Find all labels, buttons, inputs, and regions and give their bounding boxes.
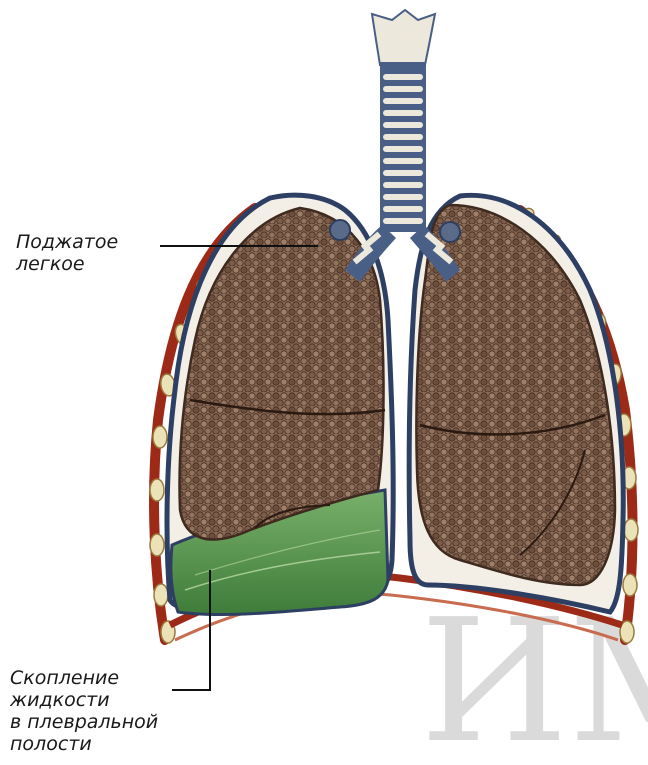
label-effusion-line-3: в плевральной [10,711,158,733]
trachea-ring [383,170,423,176]
label-collapsed-line-1: Поджатое [16,231,118,253]
trachea-ring [383,206,423,212]
trachea-ring [383,158,423,164]
trachea-ring [383,218,423,224]
label-effusion-line-4: полости [10,733,158,755]
trachea-ring [383,74,423,80]
trachea-ring [383,194,423,200]
trachea-ring [383,98,423,104]
label-collapsed-line-2: легкое [16,253,118,275]
trachea-ring [383,86,423,92]
trachea-ring [383,110,423,116]
label-collapsed-lung: Поджатое легкое [16,231,118,275]
label-pleural-effusion: Скопление жидкости в плевральной полости [10,667,158,755]
trachea-ring [383,182,423,188]
trachea-ring [383,134,423,140]
label-effusion-line-2: жидкости [10,689,158,711]
label-effusion-line-1: Скопление [10,667,158,689]
trachea-ring [383,146,423,152]
trachea-ring [383,122,423,128]
